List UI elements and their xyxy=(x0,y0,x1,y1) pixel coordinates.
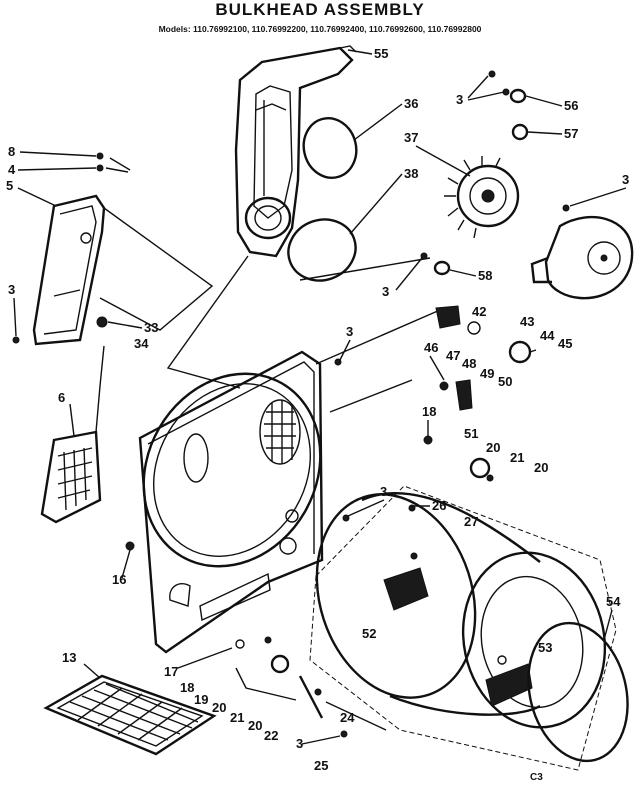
callout-26: 26 xyxy=(432,498,446,513)
callout-56: 56 xyxy=(564,98,578,113)
callout-16: 16 xyxy=(112,572,126,587)
model-numbers: Models: 110.76992100, 110.76992200, 110.… xyxy=(158,24,482,34)
drum-assembly xyxy=(315,492,629,763)
diagram-code: C3 xyxy=(530,772,543,783)
callout-43: 43 xyxy=(520,314,534,329)
blower-wheel-part-37 xyxy=(444,156,520,239)
callout-leaders xyxy=(13,49,627,745)
callout-50: 50 xyxy=(498,374,512,389)
callout-8: 8 xyxy=(8,144,15,159)
callout-57: 57 xyxy=(564,126,578,141)
callout-18b: 18 xyxy=(180,680,194,695)
callout-54: 54 xyxy=(606,594,621,609)
callout-3e: 3 xyxy=(346,324,353,339)
exhaust-duct-part-55 xyxy=(234,45,357,258)
callout-22: 22 xyxy=(264,728,278,743)
small-parts xyxy=(12,70,570,738)
gasket-part-36 xyxy=(302,117,358,179)
callout-49: 49 xyxy=(480,366,494,381)
callout-3c: 3 xyxy=(622,172,629,187)
callout-45: 45 xyxy=(558,336,572,351)
callout-17: 17 xyxy=(164,664,178,679)
callout-21b: 21 xyxy=(230,710,244,725)
callout-18a: 18 xyxy=(422,404,436,419)
callout-42: 42 xyxy=(472,304,486,319)
callout-53: 53 xyxy=(538,640,552,655)
callout-44: 44 xyxy=(540,328,555,343)
callout-47: 47 xyxy=(446,348,460,363)
callout-52: 52 xyxy=(362,626,376,641)
callout-21a: 21 xyxy=(510,450,524,465)
callout-labels: 8 4 5 3 33 34 6 16 13 55 36 37 38 3 56 5… xyxy=(6,46,629,783)
callout-3d: 3 xyxy=(382,284,389,299)
callout-37: 37 xyxy=(404,130,418,145)
callout-36: 36 xyxy=(404,96,418,111)
lint-duct-part-5 xyxy=(32,194,106,346)
gasket-part-38 xyxy=(287,218,357,282)
bulkhead-panel xyxy=(138,350,324,654)
callout-34: 34 xyxy=(134,336,149,351)
assembly-leader-lines xyxy=(95,207,617,771)
callout-3a: 3 xyxy=(8,282,15,297)
callout-20c: 20 xyxy=(212,700,226,715)
callout-3f: 3 xyxy=(380,484,387,499)
diagram-title: BULKHEAD ASSEMBLY xyxy=(215,0,425,19)
callout-13: 13 xyxy=(62,650,76,665)
callout-48: 48 xyxy=(462,356,476,371)
callout-5: 5 xyxy=(6,178,13,193)
callout-27: 27 xyxy=(464,514,478,529)
callout-6: 6 xyxy=(58,390,65,405)
callout-4: 4 xyxy=(8,162,16,177)
callout-58: 58 xyxy=(478,268,492,283)
callout-19: 19 xyxy=(194,692,208,707)
callout-20d: 20 xyxy=(248,718,262,733)
callout-3g: 3 xyxy=(296,736,303,751)
callout-38: 38 xyxy=(404,166,418,181)
callout-25: 25 xyxy=(314,758,328,773)
callout-24: 24 xyxy=(340,710,355,725)
callout-3b: 3 xyxy=(456,92,463,107)
toe-plate-part-13 xyxy=(43,674,217,756)
lint-screen-part-6 xyxy=(40,430,102,524)
callout-33: 33 xyxy=(144,320,158,335)
callout-55: 55 xyxy=(374,46,388,61)
callout-20b: 20 xyxy=(534,460,548,475)
callout-46: 46 xyxy=(424,340,438,355)
blower-housing-part-44 xyxy=(530,215,634,300)
callout-20a: 20 xyxy=(486,440,500,455)
callout-51: 51 xyxy=(464,426,478,441)
